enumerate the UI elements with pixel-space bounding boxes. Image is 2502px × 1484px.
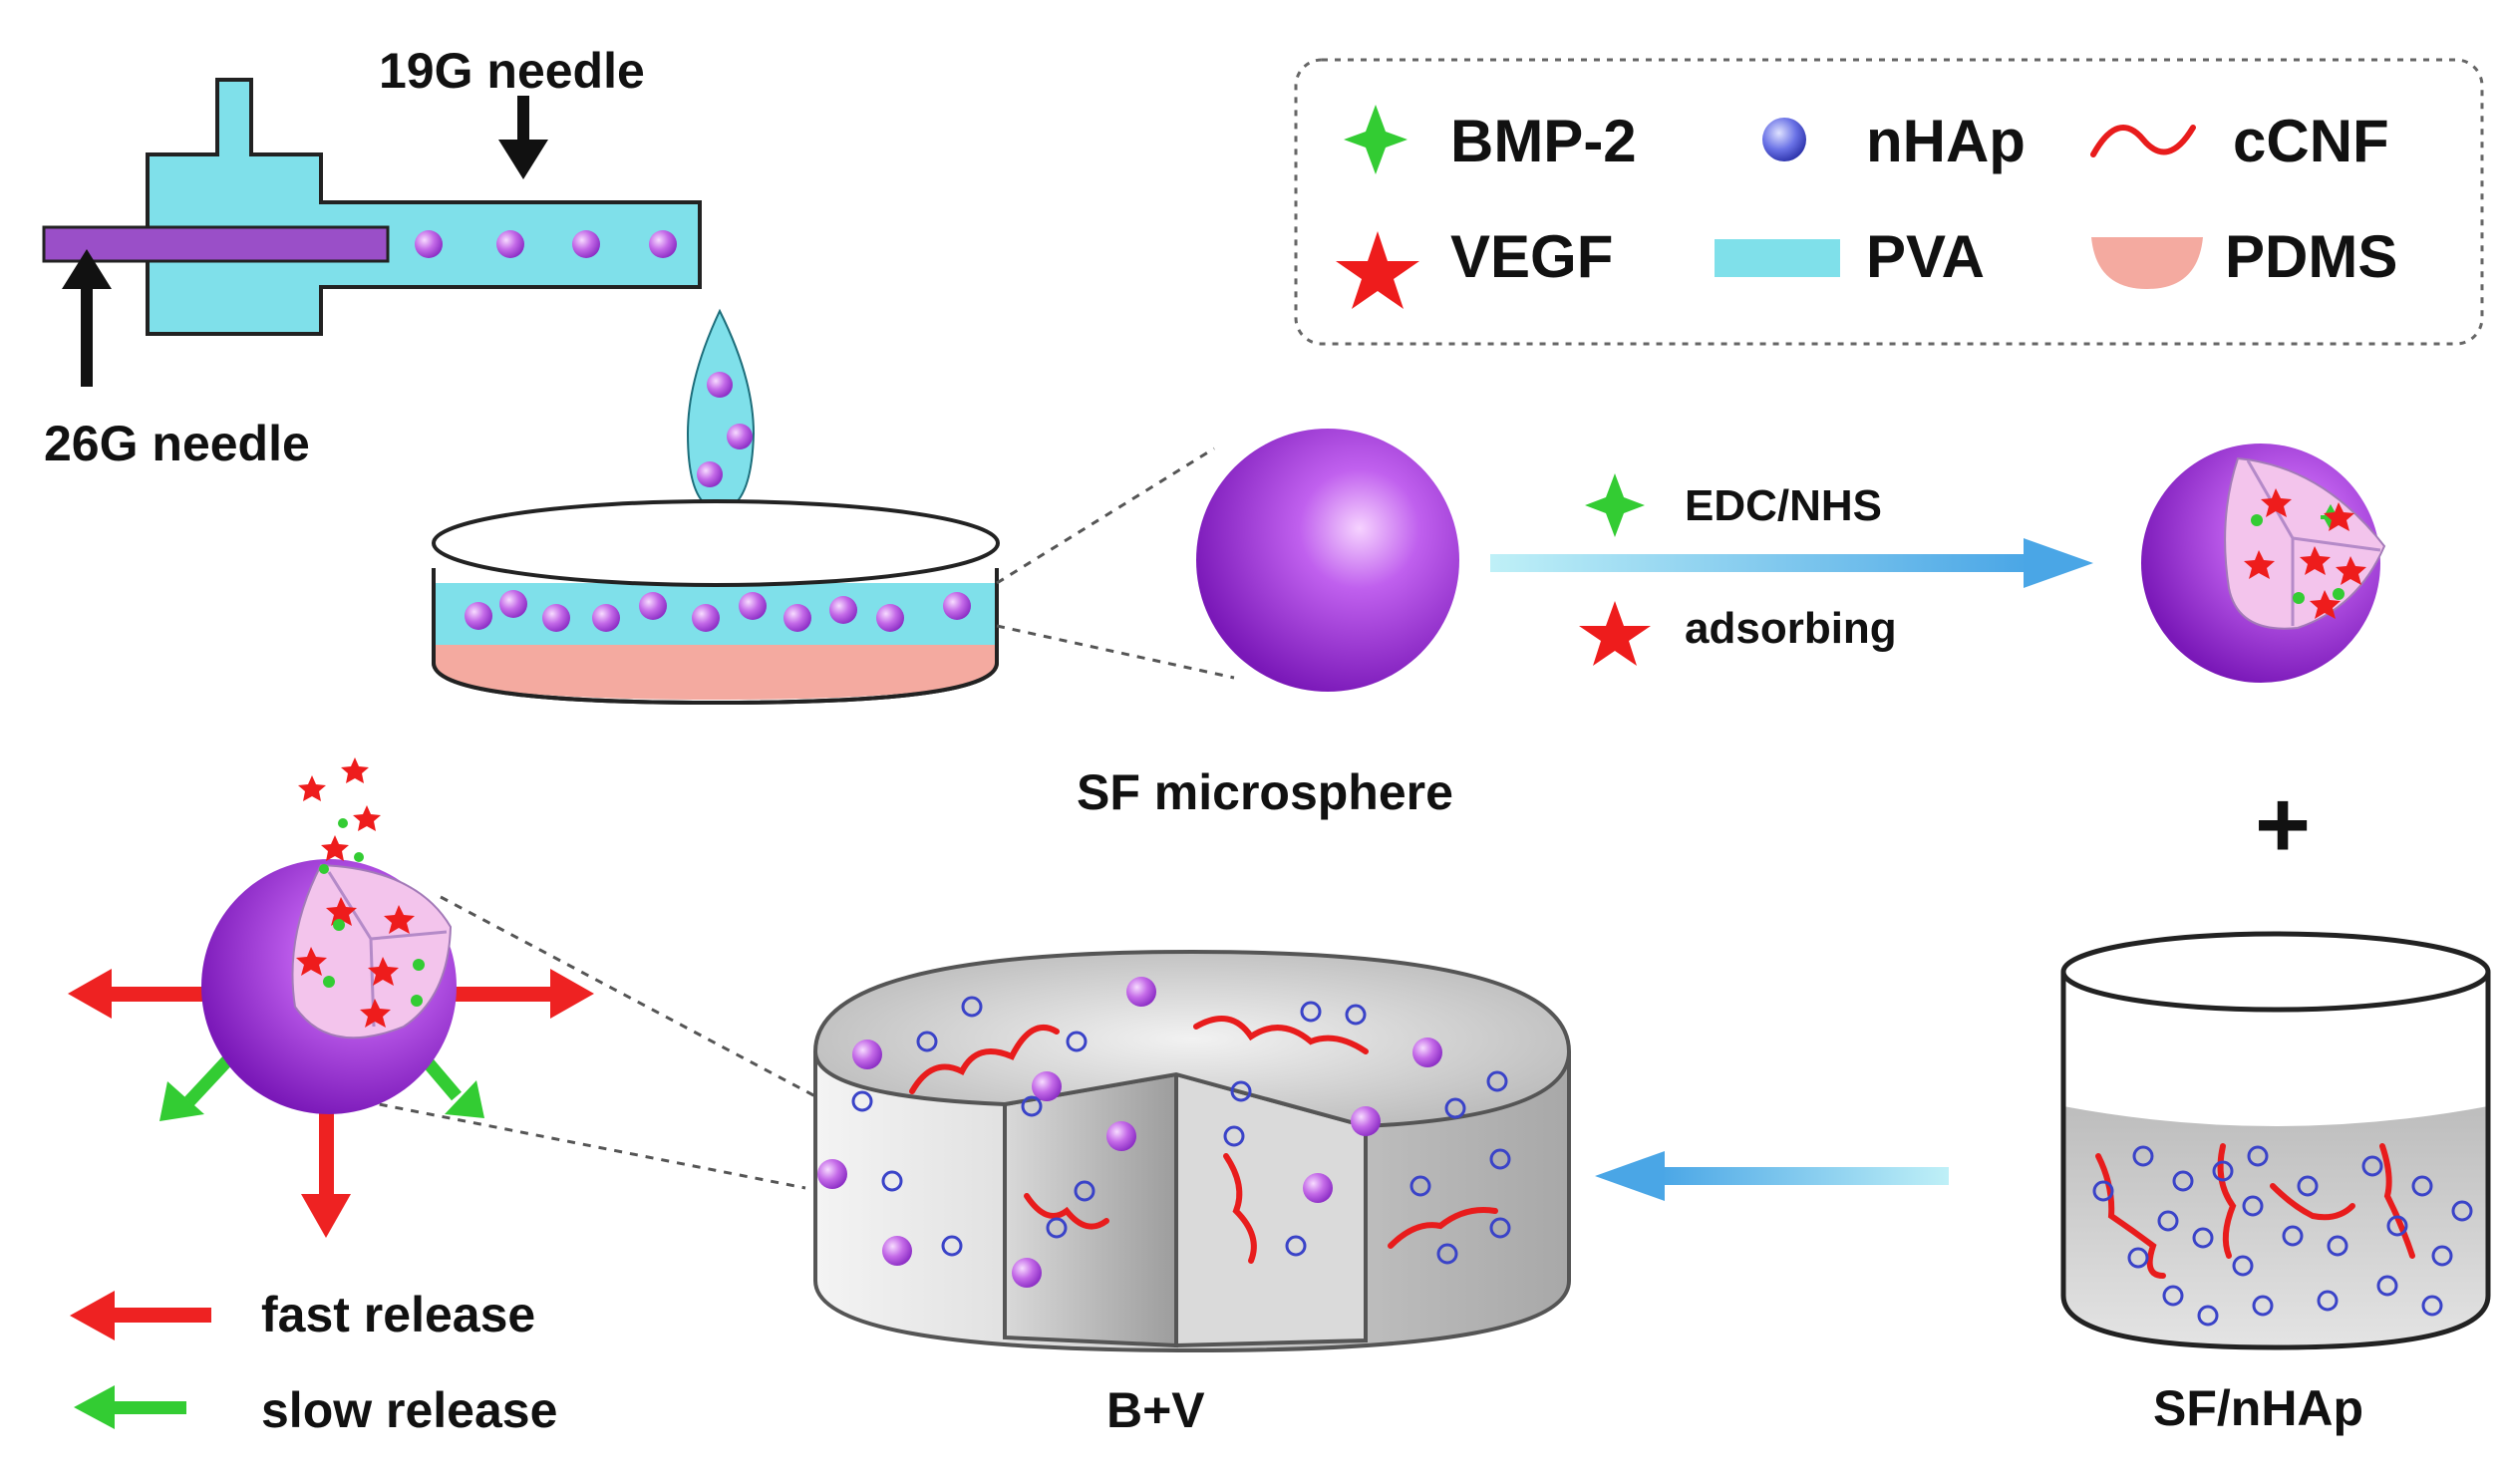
droplet <box>686 308 756 512</box>
legend-label-nhap: nHAp <box>1866 108 2026 174</box>
red-wave-icon <box>2090 125 2196 157</box>
release-cargo <box>296 897 425 1028</box>
label-sf-microsphere: SF microsphere <box>1077 764 1453 820</box>
legend-label-ccnf: cCNF <box>2233 108 2389 174</box>
channel-beads <box>415 230 677 258</box>
scaffold-beads <box>817 977 1442 1288</box>
process-arrow-right <box>1490 538 2093 588</box>
slow-release-arrow-icon <box>112 1401 186 1414</box>
label-slow-release: slow release <box>261 1382 557 1438</box>
loaded-cargo <box>2244 488 2366 619</box>
sf-microsphere <box>1196 429 1459 692</box>
scaffold-fibers <box>909 1016 1498 1264</box>
blue-circle-icon <box>1762 118 1806 161</box>
inner-needle <box>42 225 390 263</box>
arrow-26g <box>62 249 112 387</box>
pink-dish-icon <box>2091 237 2203 289</box>
legend-box: BMP-2 nHAp cCNF VEGF PVA PDMS <box>1294 58 2484 346</box>
beaker-nhap <box>2092 1145 2473 1327</box>
label-sf-nhap: SF/nHAp <box>2153 1380 2363 1436</box>
edc-green-star-icon <box>1585 473 1645 537</box>
label-26g-needle: 26G needle <box>44 416 310 471</box>
arrow-19g <box>498 96 548 179</box>
legend-label-pdms: PDMS <box>2225 223 2397 290</box>
label-edc-nhs: EDC/NHS <box>1685 481 1882 530</box>
fast-release-arrow-icon <box>112 1308 211 1323</box>
zoom-lines-2 <box>363 895 816 1190</box>
green-star-icon <box>1344 105 1407 174</box>
label-19g-needle: 19G needle <box>379 43 645 99</box>
label-fast-release: fast release <box>261 1287 535 1342</box>
bv-scaffold <box>812 949 1572 1353</box>
microfluidic-device: 19G needle 26G needle <box>42 43 702 471</box>
legend-label-bmp2: BMP-2 <box>1450 108 1637 174</box>
dish-beads <box>465 590 971 632</box>
sf-nhap-beaker <box>2060 931 2491 1350</box>
legend-label-pva: PVA <box>1866 223 1985 290</box>
zoom-lines-1 <box>996 446 1235 680</box>
label-bv: B+V <box>1106 1382 1205 1438</box>
legend-label-vegf: VEGF <box>1450 223 1613 290</box>
pva-channel <box>146 78 702 336</box>
red-star-icon <box>1336 231 1419 309</box>
loaded-microsphere <box>2141 444 2386 683</box>
release-microsphere <box>201 757 457 1114</box>
escaping-factors <box>298 757 381 874</box>
cyan-bar-icon <box>1715 239 1840 277</box>
release-legend: fast release slow release <box>70 1287 557 1438</box>
scaffold-nhap <box>851 996 1511 1265</box>
plus-sign: + <box>2255 771 2311 878</box>
petri-dish <box>432 499 1000 706</box>
process-arrow-left <box>1595 1151 1949 1201</box>
label-adsorbing: adsorbing <box>1685 604 1897 653</box>
adsorb-red-star-icon <box>1579 601 1651 666</box>
